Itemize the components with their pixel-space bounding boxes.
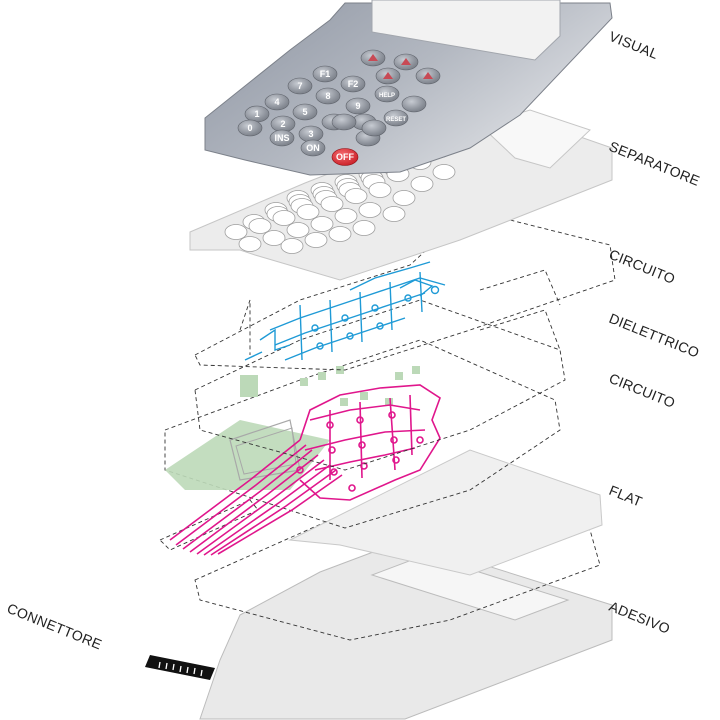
arrow-key [360, 49, 386, 67]
separator-hole [262, 230, 286, 246]
label-adesivo: ADESIVO [607, 598, 673, 637]
arrow-icon [401, 58, 411, 65]
keypad-key: 3 [298, 125, 324, 143]
off-key-label: OFF [336, 152, 354, 162]
keypad-key: INS [269, 129, 295, 147]
key-label: F2 [348, 79, 359, 89]
separator-hole [358, 202, 382, 218]
arrow-key [415, 67, 441, 85]
keypad-key: 7 [287, 77, 313, 95]
keypad-key: F2 [340, 75, 366, 93]
separator-hole [328, 226, 352, 242]
key-label: ON [306, 143, 320, 153]
key-label: 3 [308, 129, 313, 139]
arrow-icon [368, 54, 378, 61]
keypad-key: 1 [244, 105, 270, 123]
dielettrico-outline [194, 299, 566, 471]
key-label: 5 [302, 107, 307, 117]
separator-hole [286, 222, 310, 238]
keypad-key: RESET [383, 109, 409, 127]
separator-hole [296, 204, 320, 220]
separator-hole [368, 182, 392, 198]
separator-hole [392, 190, 416, 206]
label-connettore: CONNETTORE [5, 600, 104, 653]
label-separatore: SEPARATORE [607, 138, 702, 189]
label-circuito-bottom: CIRCUITO [607, 370, 678, 411]
separator-hole [320, 196, 344, 212]
key-label: 2 [280, 119, 285, 129]
arrow-key [375, 67, 401, 85]
keypad-key: 8 [315, 87, 341, 105]
key-label: F1 [320, 69, 331, 79]
separator-hole [272, 210, 296, 226]
key-label: HELP [379, 93, 395, 99]
label-flat: FLAT [607, 482, 645, 510]
flat-green-area [165, 366, 420, 490]
separator-hole [344, 188, 368, 204]
key-label: 1 [254, 109, 259, 119]
keypad-key [331, 113, 357, 131]
keypad-key [401, 95, 427, 113]
separator-hole [248, 218, 272, 234]
circuito-top-traces [244, 261, 446, 361]
arrow-key [393, 53, 419, 71]
separator-hole [238, 236, 262, 252]
separator-hole [432, 164, 456, 180]
key-label: RESET [386, 117, 406, 123]
separator-hole [382, 206, 406, 222]
key-label: 4 [274, 97, 279, 107]
adesivo-layer [199, 539, 613, 720]
arrow-icon [383, 72, 393, 79]
separator-hole [334, 208, 358, 224]
separator-hole [280, 238, 304, 254]
label-dielettrico: DIELETTRICO [607, 310, 702, 361]
keypad-key [361, 119, 387, 137]
keypad-key: 2 [270, 115, 296, 133]
separator-hole [310, 216, 334, 232]
separator-hole [304, 232, 328, 248]
keypad-key: 5 [292, 103, 318, 121]
separator-hole [410, 176, 434, 192]
keypad-key: F1 [312, 65, 338, 83]
flat-panel [288, 449, 603, 576]
keypad-key: 0 [237, 119, 263, 137]
keypad-key: ON [300, 139, 326, 157]
visual-layer: F1F2789HELP456123RESET0INSONOFF [204, 0, 613, 176]
keypad-key: 4 [264, 93, 290, 111]
off-key: OFF [331, 148, 359, 166]
keypad-key: HELP [374, 85, 400, 103]
connettore-part [145, 655, 215, 680]
key-label: 8 [325, 91, 330, 101]
label-circuito-top: CIRCUITO [607, 246, 678, 287]
circuito-top-outline [194, 209, 616, 371]
key-label: 7 [297, 81, 302, 91]
separator-hole [352, 220, 376, 236]
circuito-bottom-traces [169, 384, 441, 556]
separator-hole [224, 224, 248, 240]
key-label: 0 [247, 123, 252, 133]
arrow-icon [423, 72, 433, 79]
key-label: INS [274, 133, 289, 143]
keypad-key: 9 [345, 97, 371, 115]
label-visual: VISUAL [607, 28, 661, 62]
key-label: 9 [355, 101, 360, 111]
